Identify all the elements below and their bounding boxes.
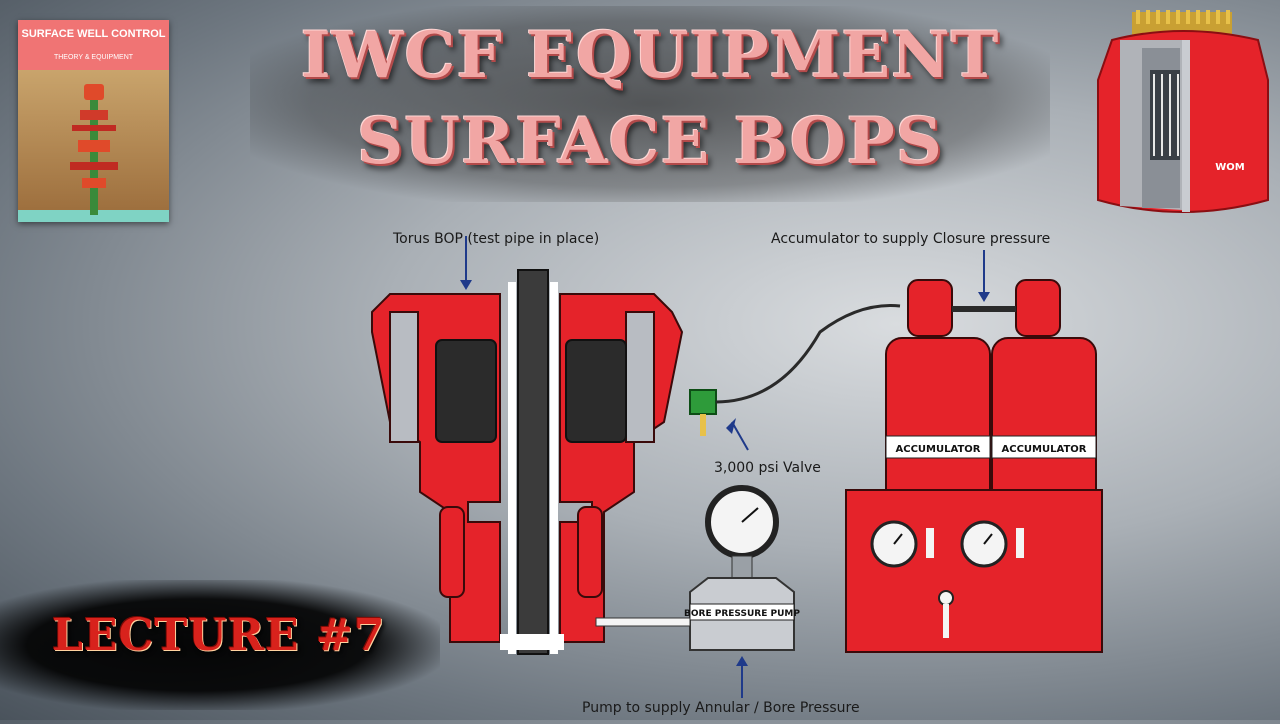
lecture-banner: LECTURE #7 xyxy=(0,580,440,710)
valve-label: 3,000 psi Valve xyxy=(714,460,821,476)
title-line-2: SURFACE BOPS xyxy=(357,104,943,179)
bop-logo-text: WOM xyxy=(1215,162,1245,173)
book-cover-header xyxy=(18,20,169,70)
accumulator-tag-1: ACCUMULATOR xyxy=(896,444,981,455)
torus-bop-label: Torus BOP (test pipe in place) xyxy=(393,231,600,247)
test-pipe xyxy=(517,269,549,655)
control-unit xyxy=(845,489,1103,653)
title-line-1: IWCF EQUIPMENT xyxy=(300,18,1000,93)
title-banner: IWCF EQUIPMENT SURFACE BOPS xyxy=(250,6,1050,202)
wellhead-illustration xyxy=(18,70,169,222)
accumulator-tag-2: ACCUMULATOR xyxy=(1002,444,1087,455)
left-packer xyxy=(435,339,497,443)
pump-tag: BORE PRESSURE PUMP xyxy=(684,609,800,619)
pump-supply-label: Pump to supply Annular / Bore Pressure xyxy=(582,700,860,716)
hydraulic-line xyxy=(715,304,901,404)
diagram-canvas: ACCUMULATOR ACCUMULATOR BORE PRESSURE PU… xyxy=(371,236,1103,698)
book-subtitle: THEORY & EQUIPMENT xyxy=(53,54,134,61)
annular-bop-cutaway-icon: WOM xyxy=(1097,10,1269,213)
bop-diagram: ACCUMULATOR ACCUMULATOR BORE PRESSURE PU… xyxy=(360,222,1280,720)
lecture-number: LECTURE #7 xyxy=(52,610,386,661)
right-packer xyxy=(565,339,627,443)
valve-body xyxy=(689,389,717,415)
book-title: SURFACE WELL CONTROL xyxy=(21,28,166,40)
accumulator-supply-label: Accumulator to supply Closure pressure xyxy=(771,231,1051,247)
book-cover-thumbnail: SURFACE WELL CONTROL THEORY & EQUIPMENT xyxy=(18,20,169,222)
